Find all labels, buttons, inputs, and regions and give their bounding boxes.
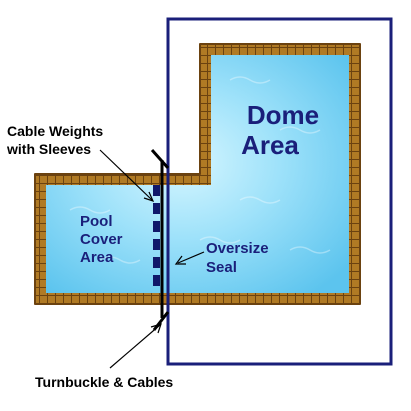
cable-weights-label-line2: with Sleeves [6,141,91,157]
water-ripples [69,76,331,264]
dome-area-label-line2: Area [241,130,299,160]
callout-arrows [99,149,205,369]
pool-water [46,55,349,293]
oversize-seal-label-line1: Oversize [206,240,269,257]
pool-cover-label-line3: Area [80,249,114,266]
turnbuckle-label: Turnbuckle & Cables [35,374,173,390]
barrier-bottom-end [152,311,170,331]
barrier-top-end [150,149,170,169]
cable-weights [153,185,160,286]
dome-area-label-line1: Dome [247,100,319,130]
oversize-seal-label-line2: Seal [206,259,237,276]
dome-frame [166,17,393,366]
pool-cover-label-line2: Cover [80,231,123,248]
pool-cover-label-line1: Pool [80,213,113,230]
cable-weights-label-line1: Cable Weights [7,123,103,139]
